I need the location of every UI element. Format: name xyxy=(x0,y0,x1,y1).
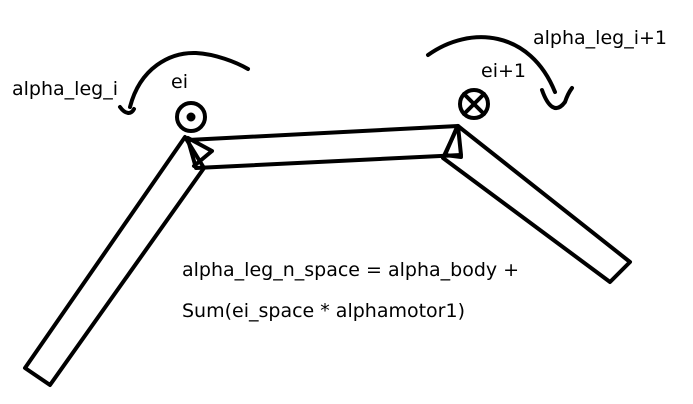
body-link xyxy=(186,124,463,170)
label-alpha-leg-i: alpha_leg_i xyxy=(12,78,118,100)
label-alpha-leg-i1: alpha_leg_i+1 xyxy=(533,27,667,49)
rotation-arrowhead-right-icon xyxy=(540,86,574,110)
rotation-arrow-right-icon xyxy=(426,35,557,94)
equation-line-1: alpha_leg_n_space = alpha_body + xyxy=(182,259,520,281)
equation-line-2: Sum(ei_space * alphamotor1) xyxy=(182,300,465,322)
axis-out-of-page-icon xyxy=(175,101,207,133)
rotation-arrowhead-left-icon xyxy=(118,105,136,115)
right-joint-marker xyxy=(443,125,463,159)
axis-into-page-icon xyxy=(458,88,490,120)
rotation-arrow-left-icon xyxy=(128,50,250,109)
left-joint-marker xyxy=(186,136,214,168)
label-ei1: ei+1 xyxy=(481,60,526,82)
left-leg-link xyxy=(23,135,206,387)
label-ei: ei xyxy=(171,71,188,93)
